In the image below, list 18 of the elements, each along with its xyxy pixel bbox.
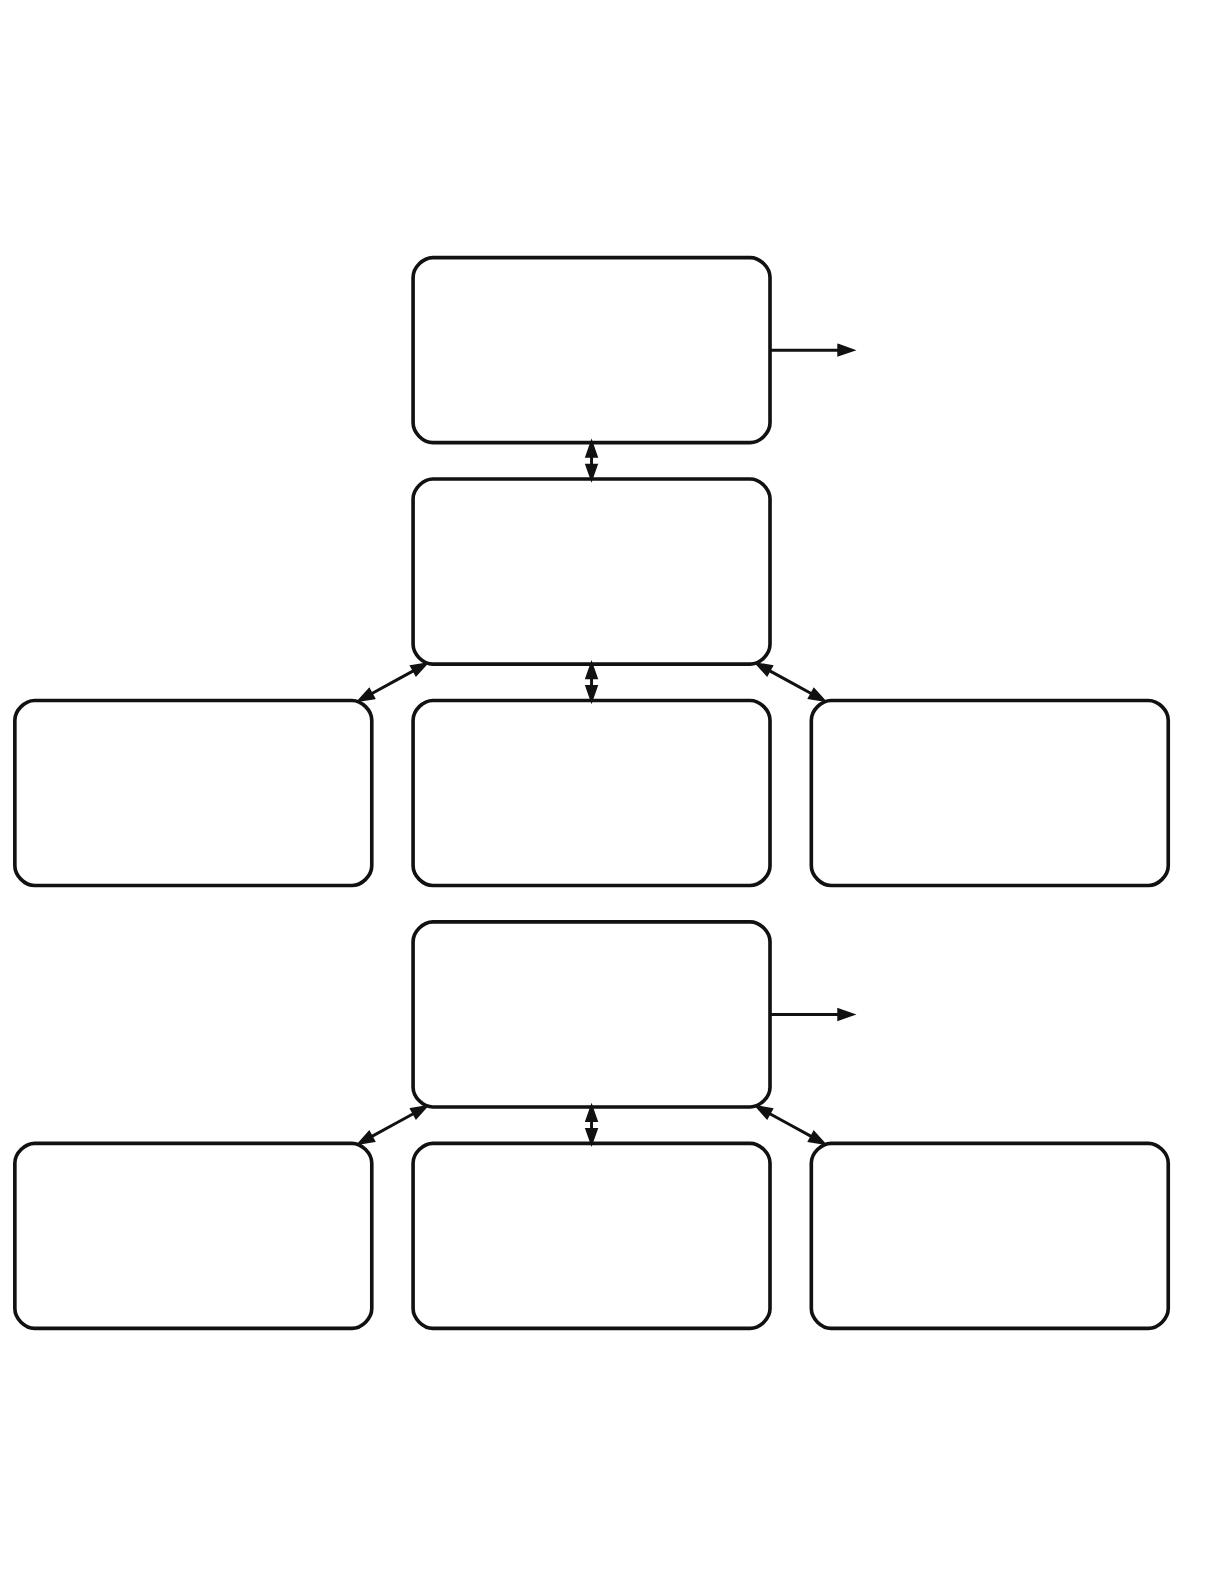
- arrow: [584, 659, 599, 704]
- node-box: [411, 698, 772, 887]
- node-box: [411, 255, 772, 444]
- node-box: [411, 919, 772, 1109]
- arrow: [355, 661, 430, 702]
- arrow: [584, 1102, 599, 1147]
- arrow: [584, 438, 599, 483]
- node-box: [809, 1141, 1171, 1330]
- arrow: [753, 1104, 828, 1145]
- arrow: [770, 1007, 857, 1021]
- node-box: [809, 698, 1171, 887]
- arrow: [753, 661, 828, 702]
- arrow: [770, 342, 857, 357]
- node-box: [411, 476, 772, 666]
- node-box: [13, 1141, 374, 1330]
- node-box: [411, 1141, 772, 1330]
- node-box: [13, 698, 374, 887]
- arrow: [355, 1104, 430, 1145]
